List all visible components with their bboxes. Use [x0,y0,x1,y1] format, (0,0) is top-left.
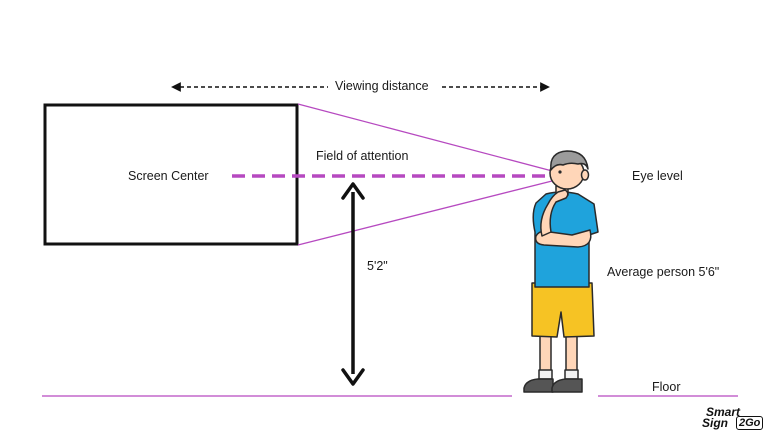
height-label: 5'2" [367,259,388,273]
height-double-arrow [341,182,365,386]
average-person-label: Average person 5'6" [607,265,720,279]
viewing-distance-label: Viewing distance [335,79,429,93]
logo-line-2: Sign [702,416,728,430]
field-of-attention-cone [297,103,557,246]
screen-center-label: Screen Center [128,169,209,183]
floor-label: Floor [652,380,681,394]
logo-line-1: Smart [706,405,741,419]
person-illustration [523,150,599,393]
logo-line-3: 2Go [736,416,764,430]
field-of-attention-label: Field of attention [316,149,409,163]
eye-level-label: Eye level [632,169,683,183]
smartsign2go-logo: Smart Sign 2Go [700,405,766,431]
